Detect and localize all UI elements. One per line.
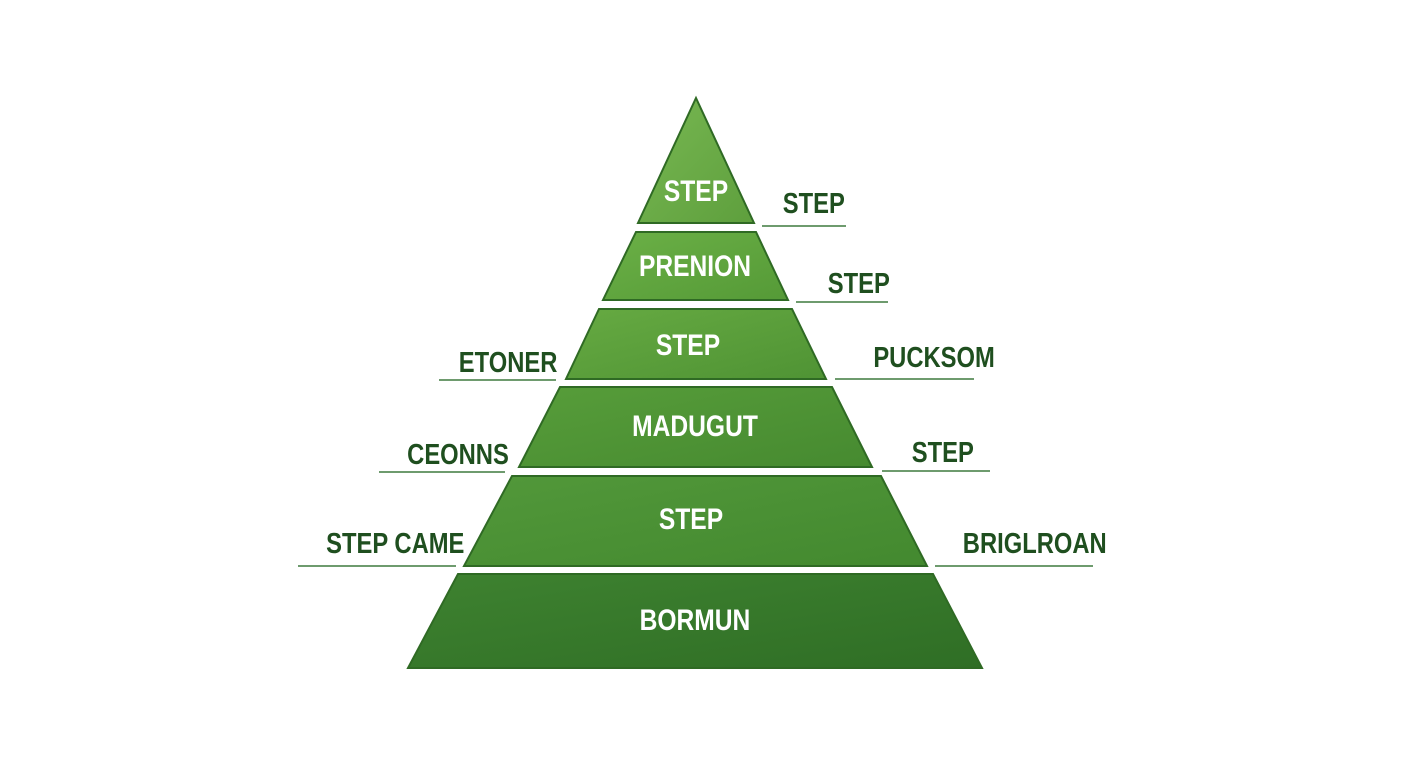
right-label-5-text: BRIGLROAN <box>963 527 1107 560</box>
tier-6-label: BORMUN <box>640 603 751 637</box>
right-label-1: STEP <box>762 187 846 227</box>
tier-4-shape <box>517 386 874 468</box>
left-label-2-text: CEONNS <box>407 438 509 471</box>
pyramid-tier-4: MADUGUT <box>517 386 874 468</box>
tier-3-shape <box>564 308 828 380</box>
tier-5-label: STEP <box>659 502 723 536</box>
tier-6-shape <box>406 573 984 669</box>
tier-5-shape <box>462 475 929 567</box>
tier-3-label: STEP <box>656 328 720 362</box>
pyramid-tier-3: STEP <box>564 308 828 380</box>
pyramid-tier-2: PRENION <box>601 231 790 301</box>
pyramid-tier-5: STEP <box>462 475 929 567</box>
right-label-4-text: STEP <box>912 436 974 469</box>
right-label-2: STEP <box>796 267 890 303</box>
tier-2-shape <box>601 231 790 301</box>
tier-2-label: PRENION <box>639 249 751 283</box>
right-label-3-text: PUCKSOM <box>873 341 994 374</box>
right-label-1-text: STEP <box>783 187 845 220</box>
left-label-1: ETONER <box>439 346 558 381</box>
tier-1-label: STEP <box>664 174 728 208</box>
right-label-5: BRIGLROAN <box>935 527 1107 567</box>
left-label-2: CEONNS <box>379 438 509 473</box>
right-label-4: STEP <box>882 436 990 472</box>
tier-1-shape <box>636 95 756 224</box>
pyramid-tier-6: BORMUN <box>406 573 984 669</box>
right-label-3: PUCKSOM <box>835 341 995 380</box>
left-label-3-text: STEP CAME <box>326 527 464 560</box>
pyramid-tier-1: STEP <box>636 95 756 224</box>
tier-4-label: MADUGUT <box>632 409 758 443</box>
right-label-2-text: STEP <box>828 267 890 300</box>
left-label-3: STEP CAME <box>298 527 464 567</box>
left-label-1-text: ETONER <box>459 346 558 379</box>
